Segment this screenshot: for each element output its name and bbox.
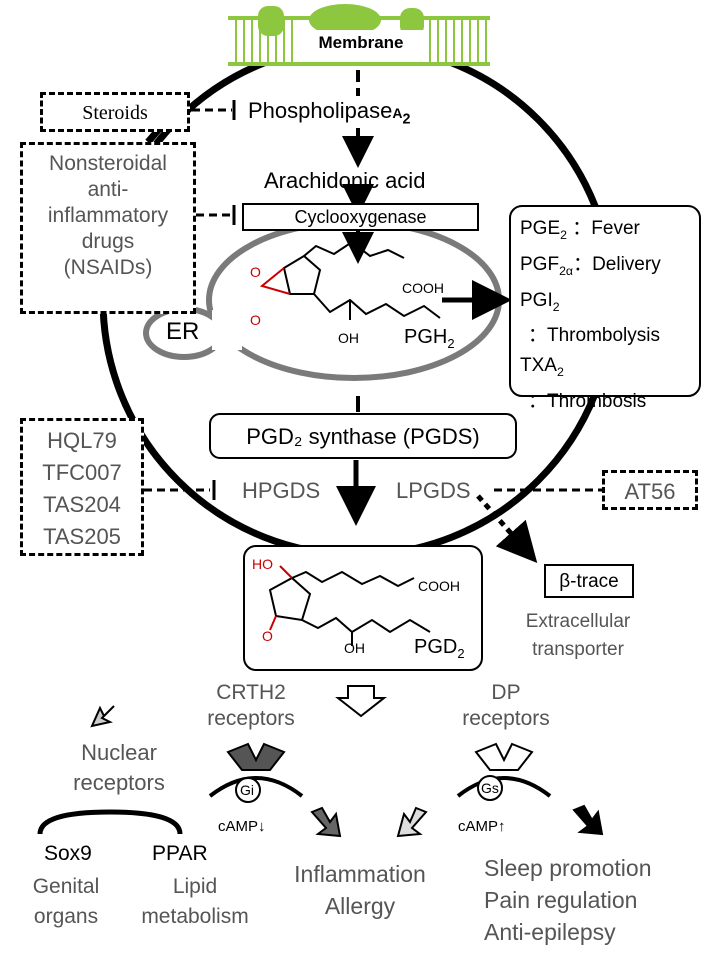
inhibitors-box: HQL79 TFC007 TAS204 TAS205	[20, 418, 144, 556]
products-list: PGE2 ：Fever PGF2α：Delivery PGI2 ：Thrombo…	[520, 214, 661, 417]
cox-label: Cyclooxygenase	[294, 207, 427, 227]
pgds-box	[209, 413, 517, 459]
ppar-label: PPAR	[152, 842, 208, 865]
crth2-receptor-graphic	[208, 742, 304, 803]
at56-box: AT56	[602, 470, 698, 510]
dp-receptor-graphic	[456, 742, 552, 801]
pgd2-label: PGD2	[414, 636, 465, 661]
nuclear-label: Nuclear receptors	[73, 740, 165, 795]
pgh2-o-top: O	[250, 264, 261, 280]
nuclear-arrow	[90, 705, 115, 728]
pgf2a-item: PGF2α：Delivery	[520, 253, 661, 278]
pgd2-structure	[268, 565, 431, 646]
transporter-label: Extracellular transporter	[525, 611, 631, 660]
camp-down-label: cAMP↓	[218, 818, 266, 835]
pge2-item: PGE2 ：Fever	[520, 218, 640, 242]
pgh2-cooh: COOH	[402, 280, 444, 296]
sox9-label: Sox9	[44, 842, 92, 865]
gi-label: Gi	[240, 782, 254, 798]
txa2-item: TXA2	[520, 355, 564, 380]
pgh2-oh: OH	[338, 330, 359, 346]
phospholipase-label: PhospholipaseA2	[248, 98, 411, 128]
inhibitors-list: HQL79 TFC007 TAS204 TAS205	[42, 428, 122, 549]
allergy-arrow-light	[396, 806, 428, 838]
cox-box	[242, 203, 479, 231]
pgi2-effect: ：Thrombolysis	[528, 325, 660, 347]
inflammation-arrow-dark	[310, 806, 342, 838]
nuclear-arc	[37, 809, 183, 835]
nsaids-label: Nonsteroidal anti- inflammatory drugs (N…	[47, 152, 169, 279]
btrace-label: β-trace	[559, 571, 619, 592]
pgh2-label: PGH2	[404, 326, 455, 351]
pgds-label: PGD₂ synthase (PGDS)	[246, 424, 480, 449]
camp-up-label: cAMP↑	[458, 818, 506, 835]
pgd2-o: O	[262, 628, 273, 644]
membrane-label: Membrane	[318, 33, 404, 52]
products-box	[509, 205, 701, 397]
sleep-arrow-black	[572, 804, 604, 836]
pgh2-o-bottom: O	[250, 312, 261, 328]
sleep-label: Sleep promotion Pain regulation Anti-epi…	[484, 855, 652, 945]
hollow-arrow-center	[335, 685, 387, 718]
lipid-label: Lipid metabolism	[141, 875, 249, 928]
dp-label: DP receptors	[462, 681, 550, 730]
crth2-label: CRTH2 receptors	[207, 681, 295, 730]
pgd2-ho: HO	[252, 556, 273, 572]
arachidonic-acid-label: Arachidonic acid	[264, 168, 426, 193]
pgh2-structure	[259, 240, 441, 320]
btrace-box: β-trace	[544, 564, 634, 598]
txa2-effect: ：Thrombosis	[528, 391, 647, 413]
lpgds-label: LPGDS	[396, 478, 471, 503]
steroids-box: Steroids	[40, 92, 190, 132]
at56-label: AT56	[624, 479, 676, 504]
steroids-label: Steroids	[82, 102, 148, 124]
inflammation-label: Inflammation Allergy	[294, 861, 426, 919]
pgi2-item: PGI2	[520, 289, 560, 314]
er-label: ER	[166, 318, 200, 345]
pgd2-cooh: COOH	[418, 578, 460, 594]
pgd2-box	[243, 545, 483, 671]
pgd2-oh: OH	[344, 640, 365, 656]
membrane-graphic	[228, 4, 490, 66]
nsaids-box: Nonsteroidal anti- inflammatory drugs (N…	[20, 142, 196, 314]
gs-label: Gs	[481, 780, 499, 796]
genital-label: Genital organs	[32, 875, 100, 928]
hpgds-label: HPGDS	[242, 478, 321, 503]
